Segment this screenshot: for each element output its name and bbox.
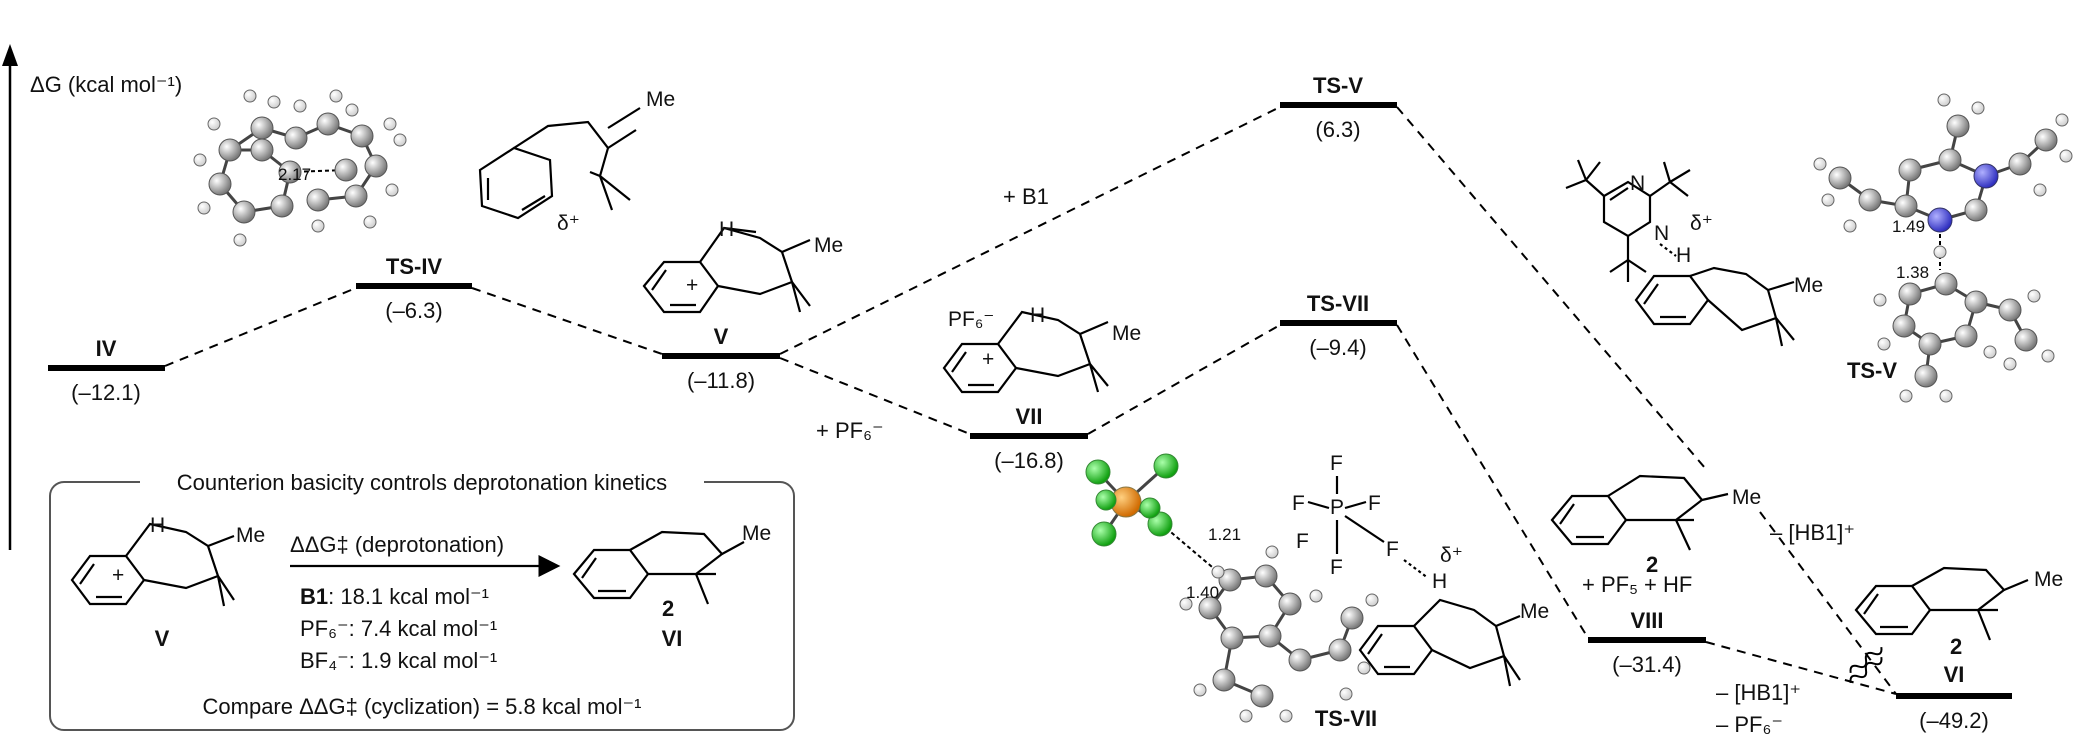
y-axis: ΔG (kcal mol⁻¹) (2, 44, 182, 550)
me-label: Me (1732, 486, 1761, 509)
n-label: N (1654, 222, 1669, 245)
label-VII: VII (1016, 404, 1043, 429)
me-label: Me (1520, 600, 1549, 623)
bond-length-label: 1.38 (1896, 263, 1929, 282)
p-label: P (1330, 496, 1344, 519)
reagent-labels: + B1 + PF₆⁻ + PF₅ + HF – [HB1]⁺ – [HB1]⁺… (816, 184, 1855, 737)
energy-IV: (–12.1) (71, 380, 141, 405)
me-label: Me (814, 234, 843, 257)
reagent-b1: + B1 (1003, 184, 1049, 209)
structure-vii-2d: + H Me PF₆⁻ (942, 304, 1141, 394)
svg-text:+: + (686, 274, 698, 297)
structure-ts-vii-2d: P F F F F F F δ⁺ H Me (1292, 452, 1549, 687)
bond-length-label: 1.21 (1208, 525, 1241, 544)
inset-reactant-label: V (155, 626, 170, 651)
species-labels: IV (–12.1) TS-IV (–6.3) V (–11.8) TS-V (… (71, 73, 1989, 733)
reagent-pf5-hf: + PF₅ + HF (1582, 572, 1692, 597)
f-label: F (1386, 538, 1399, 561)
energy-VIII: (–31.4) (1612, 652, 1682, 677)
inset-row-bf4: BF₄⁻: 1.9 kcal mol⁻¹ (300, 648, 497, 673)
delta-plus-label: δ⁺ (1690, 212, 1713, 235)
inset-title: Counterion basicity controls deprotonati… (177, 470, 667, 495)
structure-ts-v-2d: N N δ⁺ H Me (1565, 159, 1823, 347)
energy-VII: (–16.8) (994, 448, 1064, 473)
svg-text:+: + (112, 564, 124, 587)
reagent-pf6-loss: – PF₆⁻ (1716, 712, 1783, 737)
ts-v-3d-label: TS-V (1847, 358, 1897, 383)
delta-plus-label: δ⁺ (1440, 544, 1463, 567)
h-label: H (1432, 570, 1447, 593)
inset-reactant-structure: + H Me (70, 514, 265, 607)
structure-v-2d: + H Me (642, 218, 843, 314)
energy-TS-V: (6.3) (1315, 117, 1360, 142)
me-label: Me (742, 522, 771, 545)
energy-levels (48, 102, 2012, 699)
delta-plus-label: δ⁺ (557, 212, 580, 235)
label-TS-VII: TS-VII (1307, 291, 1369, 316)
label-VI: VI (1944, 662, 1965, 687)
label-IV: IV (96, 336, 117, 361)
ts-vii-3d-model: 1.21 1.40 TS-VII (1085, 453, 1379, 731)
pf6-anion-label: PF₆⁻ (948, 308, 994, 331)
label-TS-V: TS-V (1313, 73, 1363, 98)
pathway-connectors (164, 106, 1897, 695)
h-label: H (719, 218, 734, 241)
structure-product-2-bottom: Me 2 (1854, 566, 2063, 659)
reagent-hb1-right: – [HB1]⁺ (1770, 520, 1855, 545)
structure-product-2-right: Me 2 (1550, 474, 1761, 577)
axis-label: ΔG (kcal mol⁻¹) (30, 72, 182, 97)
h-label: H (1030, 304, 1045, 327)
bond-length-label: 1.40 (1186, 583, 1219, 602)
inset-arrow-label: ΔΔG‡ (deprotonation) (290, 532, 504, 557)
label-VIII: VIII (1630, 608, 1663, 633)
inset-row-b1: B1: 18.1 kcal mol⁻¹ (300, 584, 489, 609)
energy-TS-VII: (–9.4) (1309, 335, 1366, 360)
inset-compare: Compare ΔΔG‡ (cyclization) = 5.8 kcal mo… (203, 694, 642, 719)
reagent-pf6: + PF₆⁻ (816, 418, 884, 443)
ts-v-3d-model: 1.49 1.38 TS-V (1813, 93, 2073, 403)
product-number: 2 (662, 596, 674, 621)
h-label: H (1676, 244, 1691, 267)
axis-arrow-icon (2, 44, 18, 66)
f-label: F (1292, 492, 1305, 515)
me-label: Me (1112, 322, 1141, 345)
svg-text:+: + (982, 348, 994, 371)
me-label: Me (236, 524, 265, 547)
bond-length-label: 2.17 (278, 165, 311, 184)
label-TS-IV: TS-IV (386, 254, 443, 279)
h-label: H (150, 514, 165, 537)
label-V: V (714, 324, 729, 349)
f-label: F (1296, 530, 1309, 553)
squiggle-break-icon (1849, 647, 1883, 673)
product-number: 2 (1646, 552, 1658, 577)
inset-panel: Counterion basicity controls deprotonati… (49, 468, 795, 731)
me-label: Me (1794, 274, 1823, 297)
structure-ts-iv-2d: Me δ⁺ (478, 88, 675, 235)
ts-iv-3d-model: 2.17 (193, 89, 407, 247)
ts-vii-3d-label: TS-VII (1315, 706, 1377, 731)
inset-row-pf6: PF₆⁻: 7.4 kcal mol⁻¹ (300, 616, 497, 641)
me-label: Me (2034, 568, 2063, 591)
me-label: Me (646, 88, 675, 111)
reagent-hb1-bottom: – [HB1]⁺ (1716, 680, 1801, 705)
squiggle-break-icon (1849, 657, 1883, 683)
energy-TS-IV: (–6.3) (385, 298, 442, 323)
n-label: N (1630, 172, 1645, 195)
energy-V: (–11.8) (687, 368, 755, 393)
bond-length-label: 1.49 (1892, 217, 1925, 236)
inset-product-label: VI (662, 626, 683, 651)
inset-rows: B1: 18.1 kcal mol⁻¹ PF₆⁻: 7.4 kcal mol⁻¹… (300, 584, 497, 673)
f-label: F (1330, 452, 1343, 475)
f-label: F (1368, 492, 1381, 515)
energy-VI: (–49.2) (1919, 708, 1989, 733)
product-number: 2 (1950, 634, 1962, 659)
f-label: F (1330, 556, 1343, 579)
inset-product-structure: Me 2 (572, 522, 771, 621)
